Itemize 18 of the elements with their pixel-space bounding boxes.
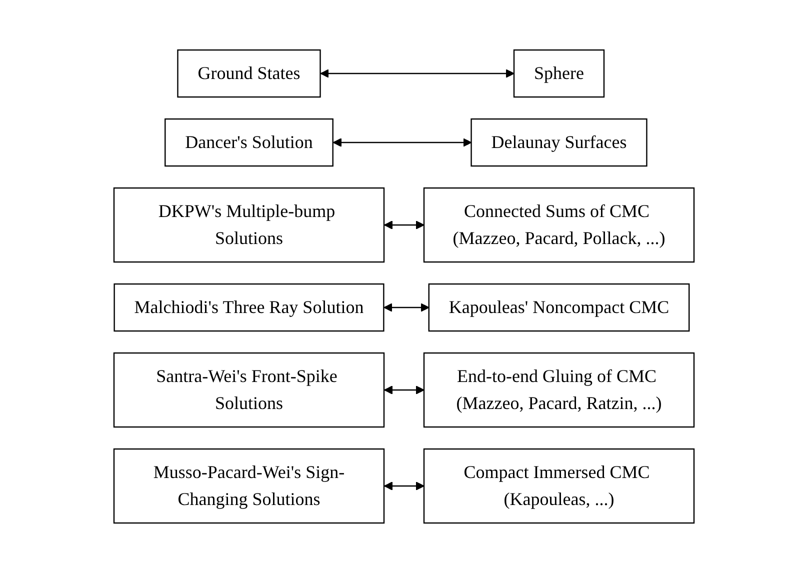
node-box: Malchiodi's Three Ray Solution: [113, 283, 384, 332]
node-box: Kapouleas' Noncompact CMC: [428, 283, 690, 332]
node-box: Sphere: [512, 49, 604, 98]
node-box: Dancer's Solution: [164, 118, 333, 167]
arrow: [383, 303, 429, 312]
node-box: DKPW's Multiple-bump Solutions: [112, 187, 384, 263]
arrow: [320, 69, 514, 78]
node-box: Santra-Wei's Front-Spike Solutions: [112, 352, 384, 428]
node-box: Ground States: [176, 49, 320, 98]
node-box: Delaunay Surfaces: [470, 118, 647, 167]
node-box: Connected Sums of CMC (Mazzeo, Pacard, Pollack, ...): [422, 187, 694, 263]
node-box: End-to-end Gluing of CMC (Mazzeo, Pacard, Ratzin, ...): [422, 352, 694, 428]
node-box: Musso-Pacard-Wei's Sign-Changing Solutions: [112, 448, 384, 524]
arrow: [384, 386, 424, 394]
arrow: [384, 482, 424, 490]
node-box: Compact Immersed CMC (Kapouleas, ...): [422, 448, 694, 524]
arrow: [332, 138, 472, 147]
arrow: [384, 220, 424, 230]
